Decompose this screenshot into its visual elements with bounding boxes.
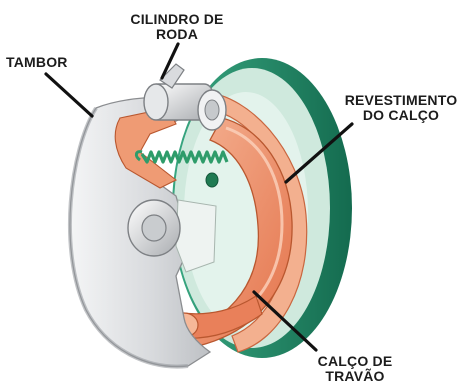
shoe-web-mid [176, 200, 216, 272]
brake-shoe-label-line1: CALÇO DE [300, 354, 410, 369]
drum-label-text: TAMBOR [6, 55, 86, 70]
wheel-cylinder-label: CILINDRO DE RODA [112, 12, 242, 42]
shoe-lining-label-line1: REVESTIMENTO [330, 93, 472, 108]
shoe-lining-label: REVESTIMENTO DO CALÇO [330, 93, 472, 123]
wheel-cylinder [144, 64, 226, 130]
brake-shoe-label-line2: TRAVÃO [300, 369, 410, 384]
shoe-lining-label-line2: DO CALÇO [330, 108, 472, 123]
spring-end-cap [206, 173, 218, 187]
wheel-cylinder-label-line1: CILINDRO DE [112, 12, 242, 27]
drum-label: TAMBOR [6, 55, 86, 70]
anchor-inner [142, 215, 166, 241]
leader-tambor [46, 74, 92, 116]
cylinder-left-cap [144, 84, 168, 120]
brake-shoe-label: CALÇO DE TRAVÃO [300, 354, 410, 384]
wheel-cylinder-label-line2: RODA [112, 27, 242, 42]
anchor-pin [128, 200, 180, 256]
cylinder-right-bore [205, 100, 219, 120]
